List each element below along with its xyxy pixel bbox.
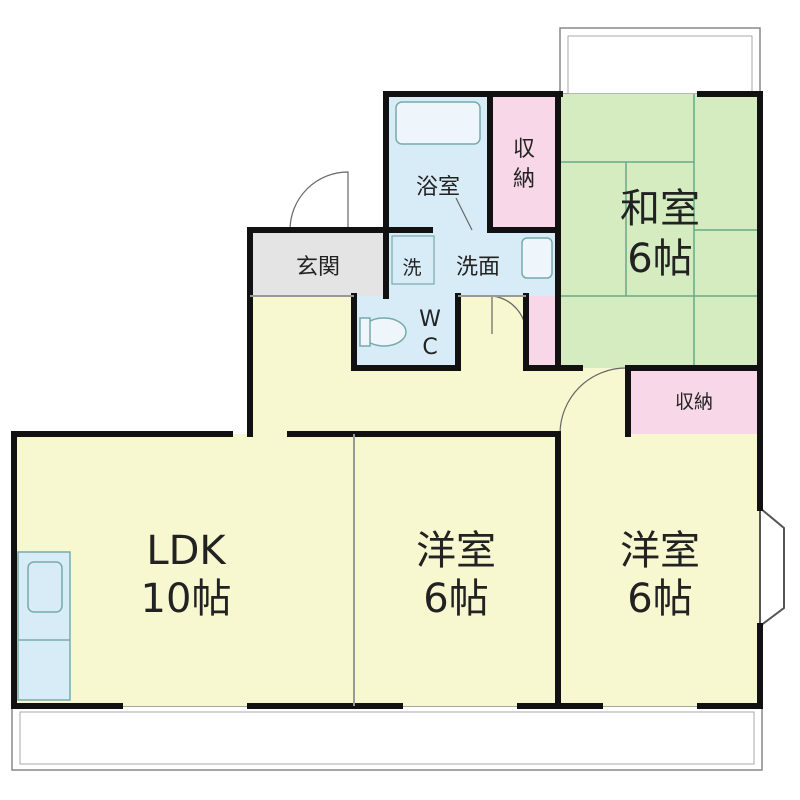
storage-top-label-1: 収 (513, 137, 535, 162)
western2-label: 洋室 (620, 528, 700, 574)
washer-label: 洗 (402, 257, 421, 279)
storage-top (490, 94, 558, 230)
toilet-tank (359, 317, 371, 347)
washer-box (391, 235, 435, 285)
ldk-size: 10帖 (141, 576, 232, 622)
entrance-label: 玄関 (296, 255, 340, 280)
western2-size: 6帖 (627, 576, 692, 622)
tatami-lines (558, 94, 760, 368)
washbasin (521, 237, 553, 279)
walls (11, 91, 763, 709)
bathtub (395, 101, 481, 145)
washroom-label: 洗面 (456, 255, 500, 280)
japanese-room (558, 94, 760, 368)
kitchen-sink (27, 561, 63, 613)
wc-label-w: W (419, 307, 441, 332)
western-room-2 (558, 434, 760, 706)
balcony-top (559, 27, 761, 95)
balcony-bottom-inner (19, 711, 755, 765)
western1-size: 6帖 (423, 576, 488, 622)
storage-right-label: 収納 (675, 391, 713, 413)
storage-small (526, 296, 558, 368)
bay-window (759, 505, 785, 628)
storage-right (628, 368, 760, 434)
balcony-bottom (11, 705, 763, 771)
japanese-size: 6帖 (627, 236, 692, 282)
western1-label: 洋室 (416, 528, 496, 574)
wc-label-c: C (422, 335, 437, 360)
ldk-label: LDK (146, 528, 227, 574)
storage-top-label-2: 納 (513, 167, 535, 192)
western-room-1 (354, 434, 558, 706)
bath-label: 浴室 (416, 175, 460, 200)
japanese-label: 和室 (620, 186, 700, 232)
thin-walls (250, 295, 526, 706)
entrance (250, 230, 386, 296)
